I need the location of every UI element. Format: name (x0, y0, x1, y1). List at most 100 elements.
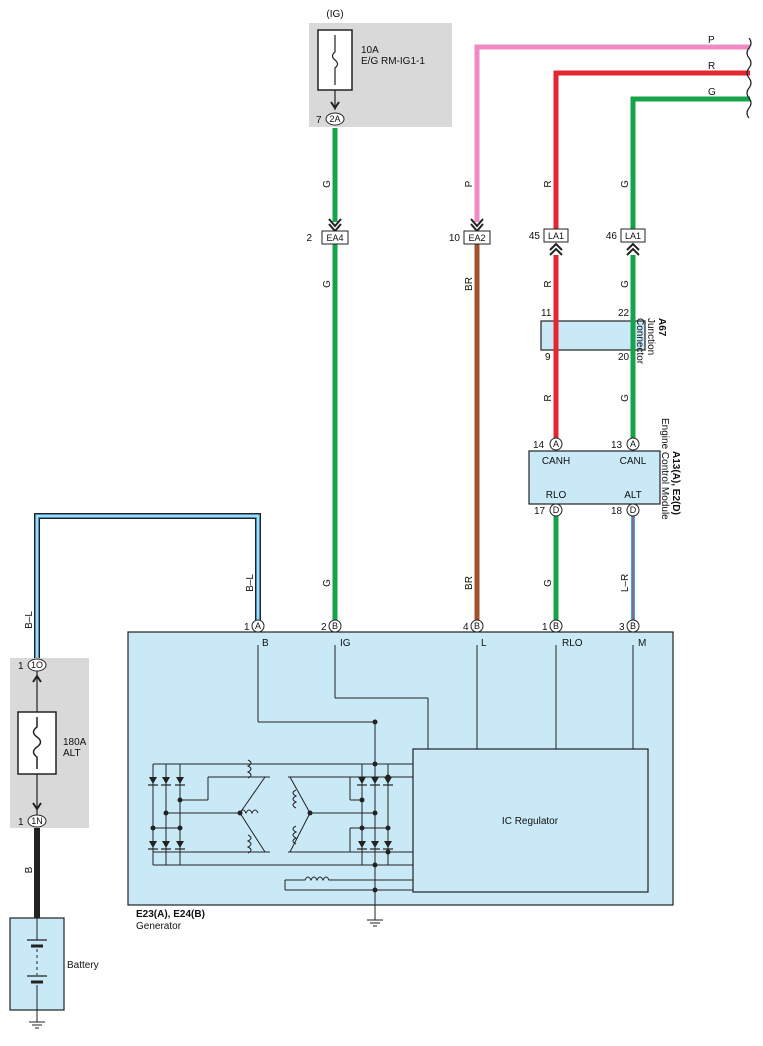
wire-label-br-1: BR (464, 277, 475, 291)
gen-label-ig: IG (340, 638, 351, 649)
junction-name-2: Connector (634, 318, 645, 365)
gen-pin-ig: 2 (321, 622, 327, 633)
ic-regulator-box (412, 748, 649, 893)
fuse-alt-rating: 180A (63, 737, 87, 748)
ea4-chevron-a (328, 218, 342, 228)
junction-name-1: Junction (645, 318, 656, 355)
ecm-label-alt: ALT (624, 490, 642, 501)
fuse-ig-arrow (330, 101, 340, 110)
gen-pin-m: 3 (619, 622, 625, 633)
wire-red-top (553, 70, 750, 229)
wire-label-r-1: R (543, 180, 554, 187)
gen-conn-rlo: B (553, 621, 559, 631)
fuse-ig-connector: 2A (329, 114, 340, 124)
junction-pin-11: 11 (541, 308, 552, 319)
connector-ea2 (463, 230, 491, 245)
la1g-pin: 46 (606, 231, 618, 242)
wire-label-g-ig-1: G (322, 180, 333, 188)
la1r-pin: 45 (529, 231, 541, 242)
wire-green-top (630, 96, 750, 229)
wire-bl-stripe (36, 515, 259, 658)
fuse-alt-conn-top: 1O (31, 660, 43, 670)
battery-label: Battery (67, 960, 99, 971)
junction-dots (150, 719, 391, 893)
ecm-conn-a-canl: A (630, 439, 636, 449)
gen-pin-rlo: 1 (542, 622, 548, 633)
gen-label-rlo: RLO (562, 638, 583, 649)
battery-icon (27, 918, 47, 1022)
gen-pin-b: 1 (244, 622, 250, 633)
gen-ground-icon (366, 919, 384, 927)
gen-terminal-rlo (549, 619, 563, 633)
ea4-code: EA4 (326, 233, 343, 243)
generator-code: E23(A), E24(B) (136, 909, 205, 920)
wire-label-g-ig-3: G (322, 579, 333, 587)
connector-la1-r (543, 228, 569, 243)
junction-pin-20: 20 (618, 352, 630, 363)
wire-label-r-2: R (543, 280, 554, 287)
ecm-pin-rlo: 17 (534, 506, 546, 517)
gen-pin-l: 4 (463, 622, 469, 633)
wire-label-g-3: G (620, 394, 631, 402)
ecm-conn-a-canh: A (553, 439, 559, 449)
fuse-alt-name: ALT (63, 748, 81, 759)
wire-label-p-vert: P (464, 180, 475, 187)
connector-la1-g (620, 228, 646, 243)
ea2-pin: 10 (449, 233, 461, 244)
wire-label-g-ig-2: G (322, 280, 333, 288)
fuse-ig-rating: 10A (361, 45, 379, 56)
gen-conn-l: B (474, 621, 480, 631)
wire-label-bl-left: B–L (24, 611, 35, 629)
ecm-conn-d-alt: D (630, 505, 637, 515)
ecm-label-canl: CANL (620, 456, 647, 467)
wire-label-lr: L–R (620, 574, 631, 592)
harness-break (746, 37, 752, 119)
wire-label-p-top: P (708, 35, 715, 46)
la1g-code: LA1 (625, 231, 641, 241)
connector-1n (27, 814, 47, 828)
stator-coils (246, 759, 298, 854)
gen-conn-b: A (255, 621, 261, 631)
ea4-pin: 2 (306, 233, 312, 244)
la1r-chevron-b (549, 247, 563, 256)
fuse-alt-pin-bot: 1 (18, 817, 24, 828)
fuse-alt-pin-top: 1 (18, 661, 24, 672)
fuse-ig-group: (IG) (326, 9, 343, 20)
ecm-conn-d-rlo: D (553, 505, 560, 515)
la1g-chevron-a (626, 242, 640, 251)
wire-label-g-2: G (620, 280, 631, 288)
junction-pin-22: 22 (618, 308, 630, 319)
ic-regulator-label: IC Regulator (502, 816, 559, 827)
generator-name: Generator (136, 921, 182, 932)
ea2-code: EA2 (468, 233, 485, 243)
ecm-code: A13(A), E2(D) (670, 451, 681, 515)
connector-2a (325, 112, 345, 126)
fuse-ig-pin: 7 (316, 115, 322, 126)
la1r-chevron-a (549, 242, 563, 251)
la1g-chevron-b (626, 247, 640, 256)
junction-pin-9: 9 (545, 352, 551, 363)
ecm-terminal-rlo (549, 503, 563, 517)
gen-terminal-m (626, 619, 640, 633)
fuse-alt-conn-bot: 1N (31, 816, 43, 826)
wire-label-g-1: G (620, 180, 631, 188)
ecm-label-rlo: RLO (546, 490, 567, 501)
gen-terminal-l (470, 619, 484, 633)
wire-label-g-rlo: G (543, 579, 554, 587)
junction-code: A67 (656, 318, 667, 337)
ecm-name: Engine Control Module (659, 418, 670, 520)
battery-ground-icon (28, 1021, 46, 1029)
ecm-pin-canl: 13 (611, 440, 623, 451)
gen-label-b: B (262, 638, 269, 649)
gen-conn-ig: B (332, 621, 338, 631)
fuse-alt-arrow-bot (32, 802, 42, 811)
fuse-ig-name: E/G RM-IG1-1 (361, 56, 425, 67)
connector-ea4 (321, 230, 349, 245)
wire-label-r-top: R (708, 61, 715, 72)
fuse-ig-element (331, 35, 339, 85)
wire-label-br-2: BR (464, 576, 475, 590)
wire-label-b: B (24, 866, 35, 873)
la1r-code: LA1 (548, 231, 564, 241)
ecm-terminal-canl (626, 437, 640, 451)
